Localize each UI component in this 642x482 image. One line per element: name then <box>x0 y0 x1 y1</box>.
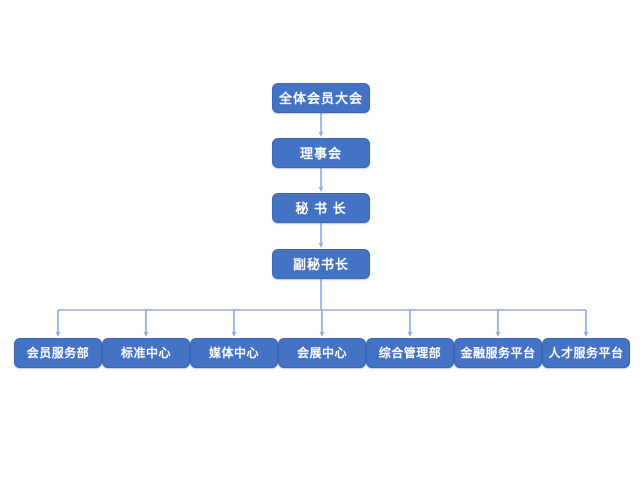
node-unit-media-center[interactable]: 媒体中心 <box>190 338 278 368</box>
node-council-label: 理事会 <box>299 145 342 161</box>
node-assembly-label: 全体会员大会 <box>278 90 363 106</box>
node-unit-exhibition-center[interactable]: 会展中心 <box>278 338 366 368</box>
node-assembly[interactable]: 全体会员大会 <box>272 83 370 113</box>
node-unit-media-center-label: 媒体中心 <box>208 346 259 360</box>
node-unit-talent-service-platform[interactable]: 人才服务平台 <box>542 338 630 368</box>
node-secretary-general-label: 秘 书 长 <box>295 200 347 216</box>
node-unit-talent-service-platform-label: 人才服务平台 <box>548 346 624 360</box>
node-unit-member-service[interactable]: 会员服务部 <box>14 338 102 368</box>
node-council[interactable]: 理事会 <box>272 138 370 168</box>
node-secretary-general[interactable]: 秘 书 长 <box>272 193 370 223</box>
node-unit-standards-center[interactable]: 标准中心 <box>102 338 190 368</box>
node-unit-financial-service-platform-label: 金融服务平台 <box>460 346 536 360</box>
node-unit-standards-center-label: 标准中心 <box>120 346 171 360</box>
node-deputy-secretary-general[interactable]: 副秘书长 <box>272 249 370 279</box>
node-unit-exhibition-center-label: 会展中心 <box>296 346 347 360</box>
node-deputy-secretary-general-label: 副秘书长 <box>292 256 349 272</box>
node-unit-general-management[interactable]: 综合管理部 <box>366 338 454 368</box>
node-unit-member-service-label: 会员服务部 <box>26 346 90 360</box>
node-unit-general-management-label: 综合管理部 <box>378 346 442 360</box>
node-unit-financial-service-platform[interactable]: 金融服务平台 <box>454 338 542 368</box>
